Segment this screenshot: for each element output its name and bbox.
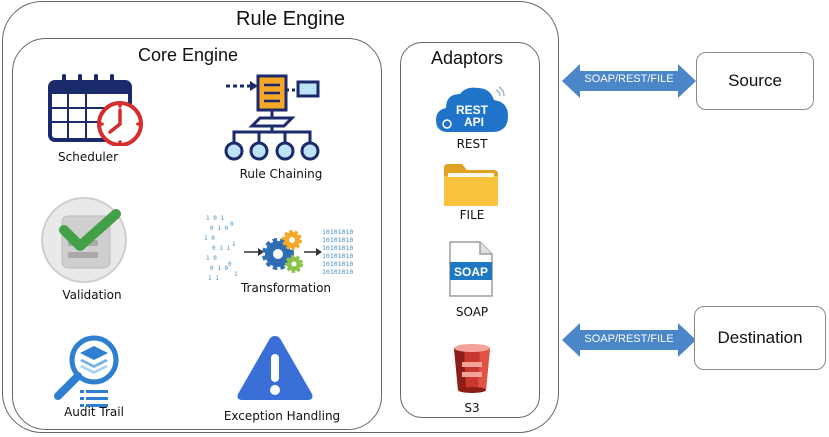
svg-text:SOAP: SOAP: [454, 265, 488, 279]
svg-text:0: 0: [228, 261, 232, 268]
core-engine-title: Core Engine: [138, 45, 239, 65]
svg-text:0 1 0: 0 1 0: [210, 265, 228, 272]
destination-connection-label: SOAP/REST/FILE: [584, 333, 674, 345]
adaptor-label-file: FILE: [459, 208, 485, 222]
calendar-clock-icon: [48, 74, 143, 146]
rule-engine-title: Rule Engine: [236, 8, 345, 30]
svg-text:10101010: 10101010: [322, 228, 353, 236]
module-label-transformation: Transformation: [240, 281, 332, 295]
destination-node: Destination: [694, 306, 826, 370]
svg-text:REST: REST: [456, 103, 489, 117]
checklist-icon: [41, 197, 127, 283]
svg-text:0 1 1: 0 1 1: [212, 245, 230, 252]
svg-text:10101010: 10101010: [322, 268, 353, 276]
hierarchy-icon: [224, 74, 320, 161]
svg-text:1: 1: [232, 241, 236, 248]
soap-document-icon: SOAP: [449, 241, 493, 297]
gears-binary-icon: 1 0 10 1 01 0 0 1 11 00 1 01 1 0101 1010…: [204, 215, 353, 282]
folder-icon: [444, 164, 498, 206]
module-label-scheduler: Scheduler: [58, 150, 119, 164]
svg-text:0: 0: [230, 221, 234, 228]
magnifier-layers-icon: [54, 335, 119, 407]
svg-text:1 1: 1 1: [208, 275, 219, 282]
svg-text:10101010: 10101010: [322, 260, 353, 268]
module-label-rule-chaining: Rule Chaining: [239, 167, 323, 181]
warning-triangle-icon: [237, 336, 313, 400]
svg-text:10101010: 10101010: [322, 244, 353, 252]
source-node: Source: [696, 52, 814, 110]
rest-api-cloud-icon: REST API: [436, 86, 508, 132]
adaptor-label-soap: SOAP: [455, 305, 489, 319]
source-connection-arrow: [562, 64, 696, 98]
destination-connection-arrow: [562, 323, 696, 357]
svg-text:10101010: 10101010: [322, 252, 353, 260]
module-label-validation: Validation: [62, 288, 122, 302]
svg-text:0 1 0: 0 1 0: [210, 225, 228, 232]
svg-text:1 0 1: 1 0 1: [206, 215, 224, 222]
module-label-audit-trail: Audit Trail: [64, 405, 124, 419]
svg-text:1 0: 1 0: [204, 235, 215, 242]
adaptor-label-s3: S3: [464, 401, 480, 415]
svg-text:1 0: 1 0: [206, 255, 217, 262]
source-connection-label: SOAP/REST/FILE: [584, 73, 674, 85]
svg-text:1: 1: [234, 271, 238, 278]
aws-s3-icon: [454, 344, 490, 393]
module-label-exception-handling: Exception Handling: [223, 409, 341, 423]
svg-text:10101010: 10101010: [322, 236, 353, 244]
svg-text:API: API: [464, 115, 484, 129]
adaptor-label-rest: REST: [456, 137, 488, 151]
adaptors-title: Adaptors: [431, 48, 504, 68]
